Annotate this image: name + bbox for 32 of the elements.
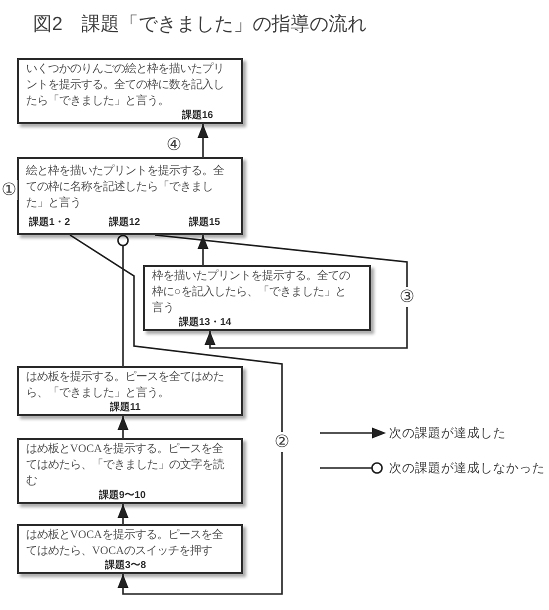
arrow (154, 234, 408, 349)
task-label: 課題9〜10 (99, 490, 146, 502)
process-box (17, 58, 243, 124)
task-label: 課題16 (182, 110, 214, 122)
process-box (17, 366, 243, 416)
legend-text: 次の課題が達成した (389, 425, 506, 441)
circled-number: ① (0, 180, 18, 200)
process-box (17, 157, 243, 235)
box-text: はめ板を提示する。ピースを全てはめたら、「できました」と言う。 (26, 370, 225, 401)
line-with-circle-end (117, 234, 129, 366)
task-label: 課題3〜8 (105, 560, 146, 572)
task-label: 課題1・2 (29, 217, 70, 229)
edge-label: ③ (398, 287, 416, 307)
task-label: 課題11 (110, 402, 141, 414)
arrow (198, 124, 208, 157)
edge-label: ② (273, 432, 291, 452)
box-text: 枠を描いたプリントを提示する。全ての枠に○を記入したら、「できました」と言う (152, 268, 351, 316)
box-text: いくつかのりんごの絵と枠を描いたプリントを提示する。全ての枠に数を記入したら「できました」と言う。 (26, 61, 225, 109)
box-text: 絵と枠を描いたプリントを提示する。全ての枠に名称を記述したら「できました」と言う (26, 163, 225, 211)
arrow (118, 416, 128, 438)
process-box (17, 438, 243, 504)
arrow (118, 504, 128, 524)
box-text: はめ板とVOCAを提示する。ピースを全てはめたら、「できました」の文字を読む (26, 442, 226, 489)
task-label: 課題13・14 (179, 317, 232, 329)
task-label: 課題12 (109, 217, 140, 229)
process-box (17, 524, 243, 574)
process-box (143, 265, 371, 331)
arrow (70, 234, 283, 595)
box-text: はめ板とVOCAを提示する。ピースを全てはめたら、VOCAのスイッチを押す (26, 528, 224, 559)
legend-text: 次の課題が達成しなかった (389, 460, 545, 476)
figure-title: 図2 課題「できました」の指導の流れ (33, 13, 367, 37)
task-label: 課題15 (189, 217, 220, 229)
